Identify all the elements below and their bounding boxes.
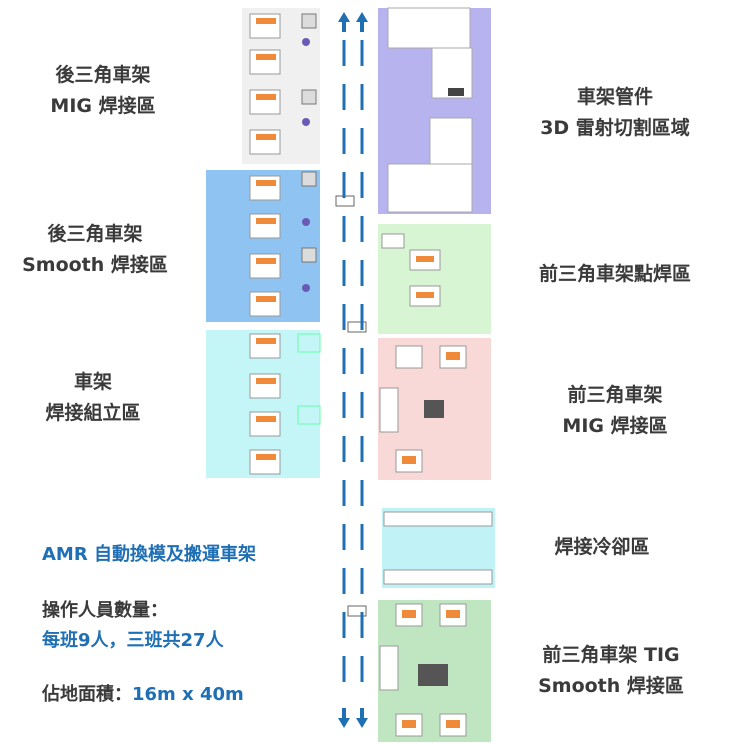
label-line: Smooth 焊接區 xyxy=(538,675,684,697)
label-line: 後三角車架 xyxy=(55,64,151,86)
front-mig-stations xyxy=(379,345,467,473)
label-line: Smooth 焊接區 xyxy=(22,254,168,276)
laser-cutter-icon xyxy=(387,7,473,213)
rear-smooth-robots xyxy=(249,171,317,317)
label-line: 前三角車架 TIG xyxy=(542,644,680,666)
label-line: 車架 xyxy=(73,371,112,393)
area-line: 佔地面積：16m x 40m xyxy=(42,680,244,706)
front-spot-stations xyxy=(381,233,441,307)
label-rear-triangle-smooth: 後三角車架 Smooth 焊接區 xyxy=(0,219,190,281)
label-line: 焊接組立區 xyxy=(45,402,141,424)
cooling-rack-icon xyxy=(383,511,493,585)
amr-aisle xyxy=(338,12,368,728)
label-line: 前三角車架點焊區 xyxy=(538,263,691,285)
label-laser-cutting: 車架管件 3D 雷射切割區域 xyxy=(504,82,726,144)
label-front-triangle-mig: 前三角車架 MIG 焊接區 xyxy=(504,380,726,442)
label-front-triangle-spot: 前三角車架點焊區 xyxy=(500,259,730,290)
label-front-triangle-tig: 前三角車架 TIG Smooth 焊接區 xyxy=(496,640,726,702)
label-frame-assembly: 車架 焊接組立區 xyxy=(0,367,186,429)
label-line: 焊接冷卻區 xyxy=(554,536,650,558)
label-cooling: 焊接冷卻區 xyxy=(504,532,700,563)
area-label: 佔地面積： xyxy=(42,684,132,705)
front-tig-stations xyxy=(379,603,467,737)
staff-value: 每班9人，三班共27人 xyxy=(42,630,224,651)
aisle-arrow-up-icon xyxy=(338,12,368,32)
staff-label: 操作人員數量： xyxy=(42,600,168,621)
assembly-robots xyxy=(249,333,321,475)
label-line: MIG 焊接區 xyxy=(562,415,668,437)
rear-mig-robots xyxy=(249,13,317,155)
label-line: 車架管件 xyxy=(576,86,653,108)
label-line: MIG 焊接區 xyxy=(50,95,156,117)
label-line: 後三角車架 xyxy=(47,223,143,245)
label-line: 3D 雷射切割區域 xyxy=(540,117,690,139)
label-rear-triangle-mig: 後三角車架 MIG 焊接區 xyxy=(10,60,196,122)
aisle-arrow-down-icon xyxy=(338,708,368,728)
label-line: 前三角車架 xyxy=(567,384,663,406)
amr-description: AMR 自動換模及搬運車架 xyxy=(42,544,256,565)
area-value: 16m x 40m xyxy=(132,684,244,705)
